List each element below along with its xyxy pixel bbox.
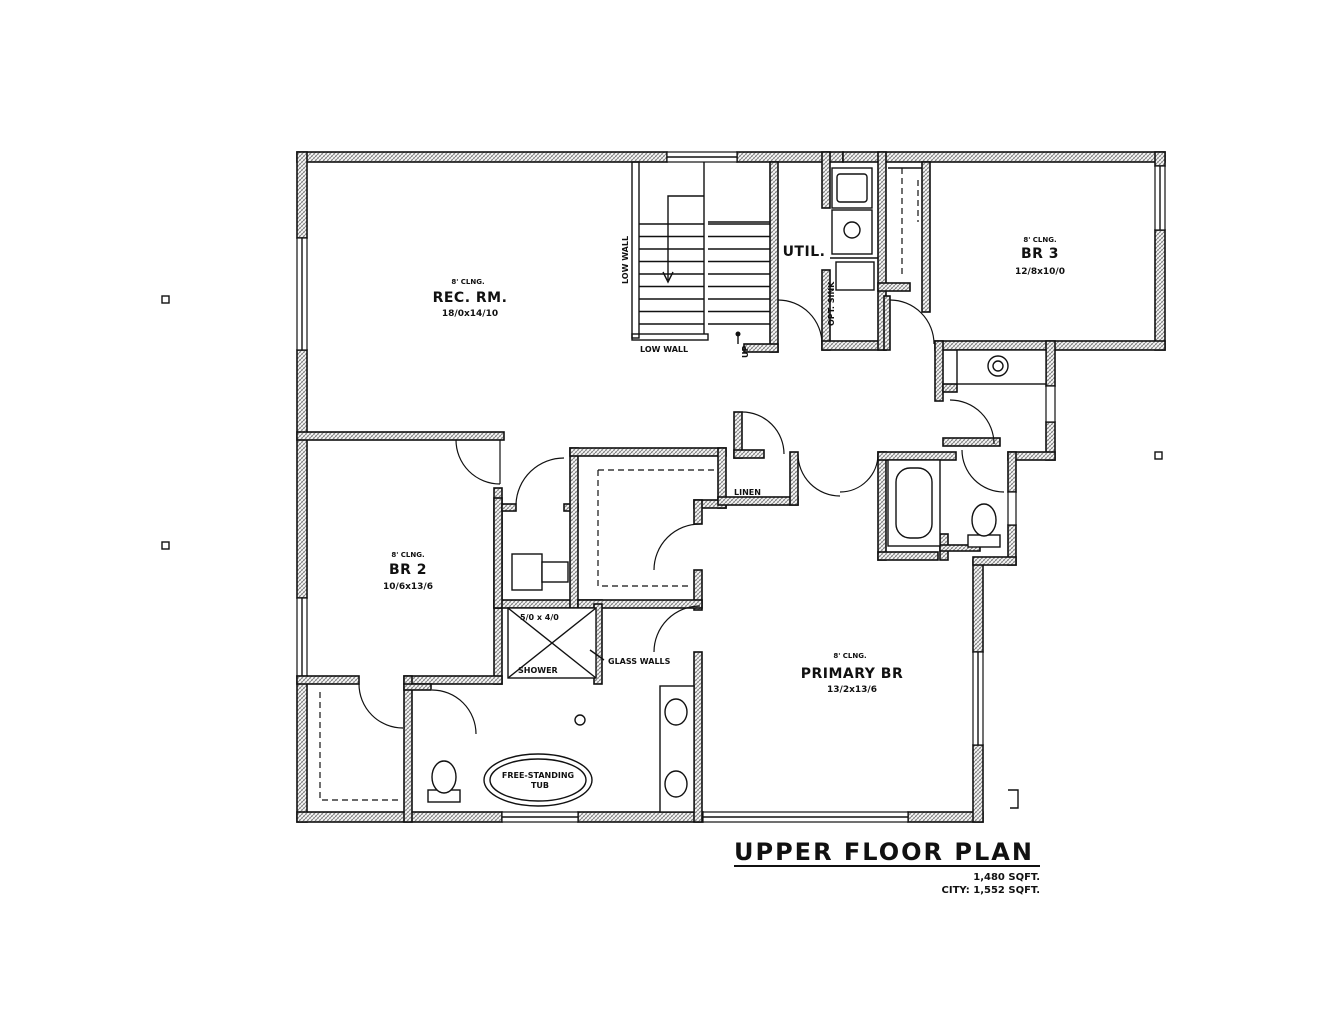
tub-label-1: FREE-STANDING	[502, 771, 574, 780]
tub-label-2: TUB	[531, 781, 549, 790]
br2-dims: 10/6x13/6	[383, 582, 433, 592]
plan-notes: LOW WALL LOW WALL UP OPT. SINK LINEN 5/0…	[502, 236, 836, 790]
br3-ceiling: 8' CLNG.	[1023, 236, 1056, 244]
staircase	[631, 161, 770, 344]
corner-marks	[1008, 789, 1019, 809]
fixtures	[427, 167, 1047, 813]
linen-label: LINEN	[734, 488, 761, 497]
room-labels: 8' CLNG. REC. RM. 18/0x14/10 8' CLNG. BR…	[383, 236, 1065, 695]
low-wall-vertical: LOW WALL	[621, 236, 630, 284]
interior-walls	[296, 151, 1001, 823]
opt-sink-label: OPT. SINK	[827, 281, 836, 326]
br3-name: BR 3	[1021, 246, 1059, 262]
title-block: UPPER FLOOR PLAN 1,480 SQFT. CITY: 1,552…	[734, 838, 1040, 896]
primary-dims: 13/2x13/6	[827, 685, 877, 695]
registration-marks	[161, 295, 1163, 550]
closet-shelves	[319, 167, 922, 801]
glass-walls-label: GLASS WALLS	[608, 657, 671, 666]
util-name: UTIL.	[783, 244, 826, 260]
up-label: UP	[741, 346, 750, 358]
primary-name: PRIMARY BR	[801, 666, 904, 682]
shower-label: SHOWER	[518, 666, 558, 675]
plan-title: UPPER FLOOR PLAN	[734, 838, 1034, 866]
shower-size: 5/0 x 4/0	[520, 613, 559, 622]
area-primary: 1,480 SQFT.	[973, 872, 1040, 883]
rec-dims: 18/0x14/10	[442, 309, 498, 319]
windows	[296, 151, 1166, 823]
br2-name: BR 2	[389, 562, 427, 578]
doors	[358, 257, 1005, 735]
rec-ceiling: 8' CLNG.	[451, 278, 484, 286]
br2-ceiling: 8' CLNG.	[391, 551, 424, 559]
area-city: CITY: 1,552 SQFT.	[942, 885, 1040, 896]
primary-ceiling: 8' CLNG.	[833, 652, 866, 660]
low-wall-horizontal: LOW WALL	[640, 345, 688, 354]
br3-dims: 12/8x10/0	[1015, 267, 1065, 277]
rec-name: REC. RM.	[433, 290, 508, 306]
